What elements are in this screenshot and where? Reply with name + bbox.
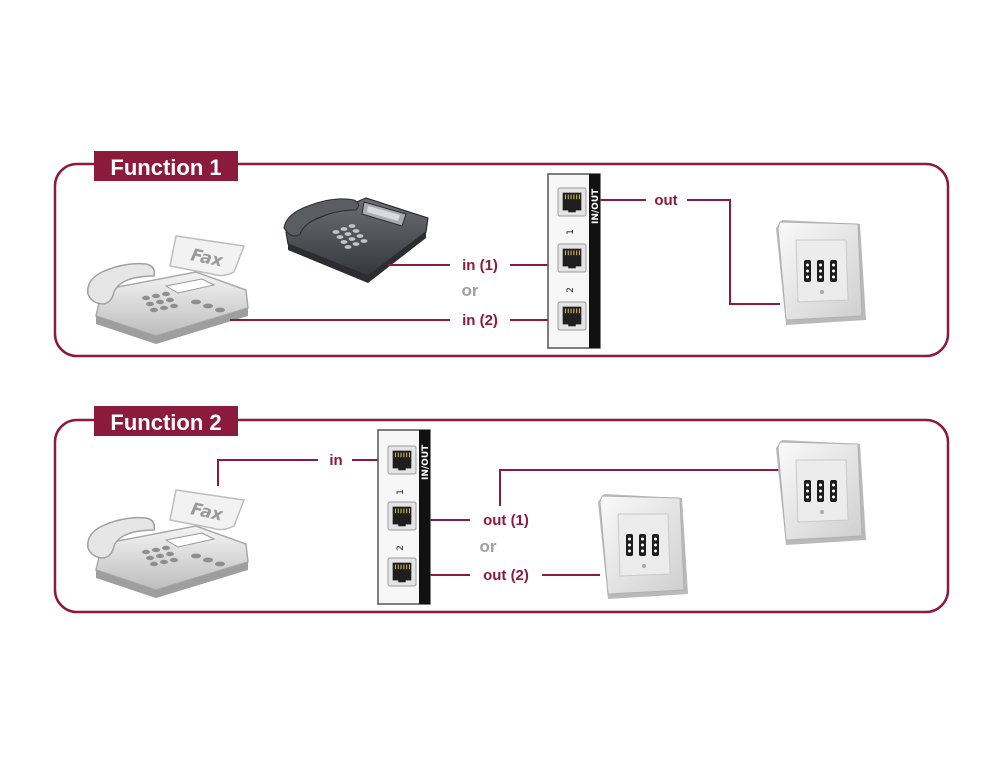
label-out-1: out (1) — [483, 512, 529, 529]
label-out-2: out (2) — [483, 567, 529, 584]
rj-port-icon — [387, 445, 417, 475]
rj-port-icon — [387, 501, 417, 531]
function-1-title: Function 1 — [110, 155, 221, 180]
function-2-panel: Function 2 Fax in out (1) or out (2) IN/… — [53, 406, 950, 614]
label-in-1: in (1) — [462, 257, 498, 274]
label-out: out — [654, 192, 677, 209]
label-or: or — [462, 281, 479, 300]
rj-port-icon — [557, 187, 587, 217]
desk-phone-icon — [283, 197, 429, 284]
wall-socket-icon — [597, 493, 689, 600]
port-1-label: 1 — [566, 229, 576, 235]
splitter-device: IN/OUT 1 2 — [547, 173, 601, 349]
function-1-panel: Function 1 Fax in (1) or in (2) out IN/O… — [53, 151, 950, 358]
wall-socket-icon — [775, 439, 867, 546]
function-2-title: Function 2 — [110, 410, 221, 435]
port-1-label: 1 — [396, 489, 406, 495]
fax-machine-icon: Fax — [87, 489, 249, 599]
function-1-title-badge — [94, 151, 238, 181]
label-in-2: in (2) — [462, 312, 498, 329]
label-in: in — [329, 452, 342, 469]
port-2-label: 2 — [396, 545, 406, 551]
splitter-inout-label: IN/OUT — [421, 444, 431, 480]
splitter-device: IN/OUT 1 2 — [377, 429, 431, 605]
function-2-title-badge — [94, 406, 238, 436]
splitter-inout-label: IN/OUT — [591, 188, 601, 224]
fax-machine-icon: Fax — [87, 235, 249, 345]
function-1-cables — [230, 199, 780, 321]
port-2-label: 2 — [566, 287, 576, 293]
rj-port-icon — [387, 557, 417, 587]
rj-port-icon — [557, 301, 587, 331]
function-2-cables — [217, 459, 780, 576]
label-or: or — [480, 537, 497, 556]
rj-port-icon — [557, 243, 587, 273]
wall-socket-icon — [775, 219, 867, 326]
